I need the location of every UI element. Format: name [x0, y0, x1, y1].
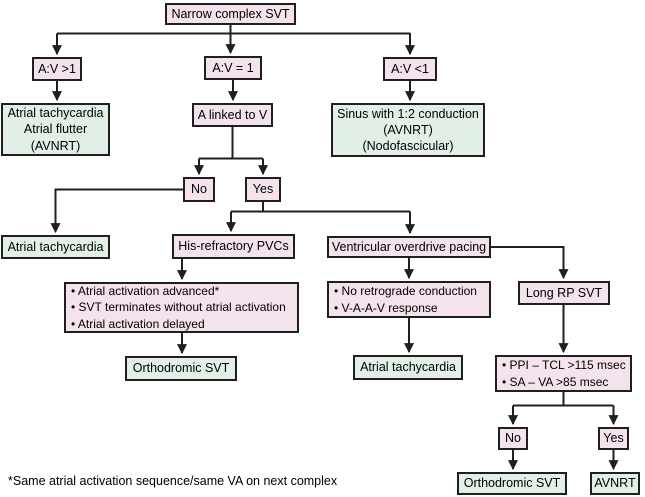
node-line: Atrial flutter — [23, 122, 88, 137]
node-atrial-tachycardia-mid: Atrial tachycardia — [353, 355, 463, 380]
node-av-equal-1: A:V = 1 — [204, 56, 262, 80]
node-a-linked-to-v: A linked to V — [192, 103, 273, 127]
node-yes-ppi: Yes — [598, 427, 629, 450]
node-atrial-tachycardia-flutter: Atrial tachycardia Atrial flutter (AVNRT… — [1, 103, 110, 156]
connector — [491, 246, 569, 280]
node-his-refractory-pvcs: His-refractory PVCs — [172, 234, 295, 259]
node-avnrt: AVNRT — [590, 472, 640, 495]
node-av-less-1: A:V <1 — [383, 57, 437, 81]
bullet-item: • Atrial activation advanced* — [71, 283, 220, 298]
node-atrial-tachycardia-left: Atrial tachycardia — [1, 235, 110, 259]
node-vop-criteria-list: • No retrograde conduction • V-A-A-V res… — [327, 281, 491, 318]
node-no-linked: No — [183, 177, 215, 202]
node-line: Sinus with 1:2 conduction — [337, 106, 479, 121]
node-ppi-criteria-list: • PPI – TCL >115 msec • SA – VA >85 msec — [495, 355, 632, 392]
bullet-item: • V-A-A-V response — [334, 300, 438, 315]
node-sinus-1-2-conduction: Sinus with 1:2 conduction (AVNRT) (Nodof… — [331, 103, 485, 157]
bullet-item: • PPI – TCL >115 msec — [502, 357, 626, 372]
node-his-criteria-list: • Atrial activation advanced* • SVT term… — [64, 282, 299, 333]
node-line: (Nodofascicular) — [362, 139, 454, 154]
bullet-item: • Atrial activation delayed — [71, 316, 205, 331]
node-narrow-complex-svt: Narrow complex SVT — [165, 3, 296, 25]
node-long-rp-svt: Long RP SVT — [518, 281, 610, 305]
node-line: (AVNRT) — [30, 138, 81, 153]
footnote-text: *Same atrial activation sequence/same VA… — [8, 474, 338, 488]
node-line: Atrial tachycardia — [7, 106, 104, 121]
node-yes-linked: Yes — [245, 177, 281, 202]
node-no-ppi: No — [498, 427, 528, 450]
node-orthodromic-svt-right: Orthodromic SVT — [457, 472, 567, 495]
node-ventricular-overdrive-pacing: Ventricular overdrive pacing — [327, 236, 491, 258]
node-av-greater-1: A:V >1 — [32, 57, 82, 81]
bullet-item: • No retrograde conduction — [334, 283, 477, 298]
connector — [50, 188, 183, 234]
bullet-item: • SA – VA >85 msec — [502, 374, 609, 389]
bullet-item: • SVT terminates without atrial activati… — [71, 300, 286, 315]
node-line: (AVNRT) — [383, 122, 433, 137]
node-orthodromic-svt-left: Orthodromic SVT — [125, 356, 237, 381]
